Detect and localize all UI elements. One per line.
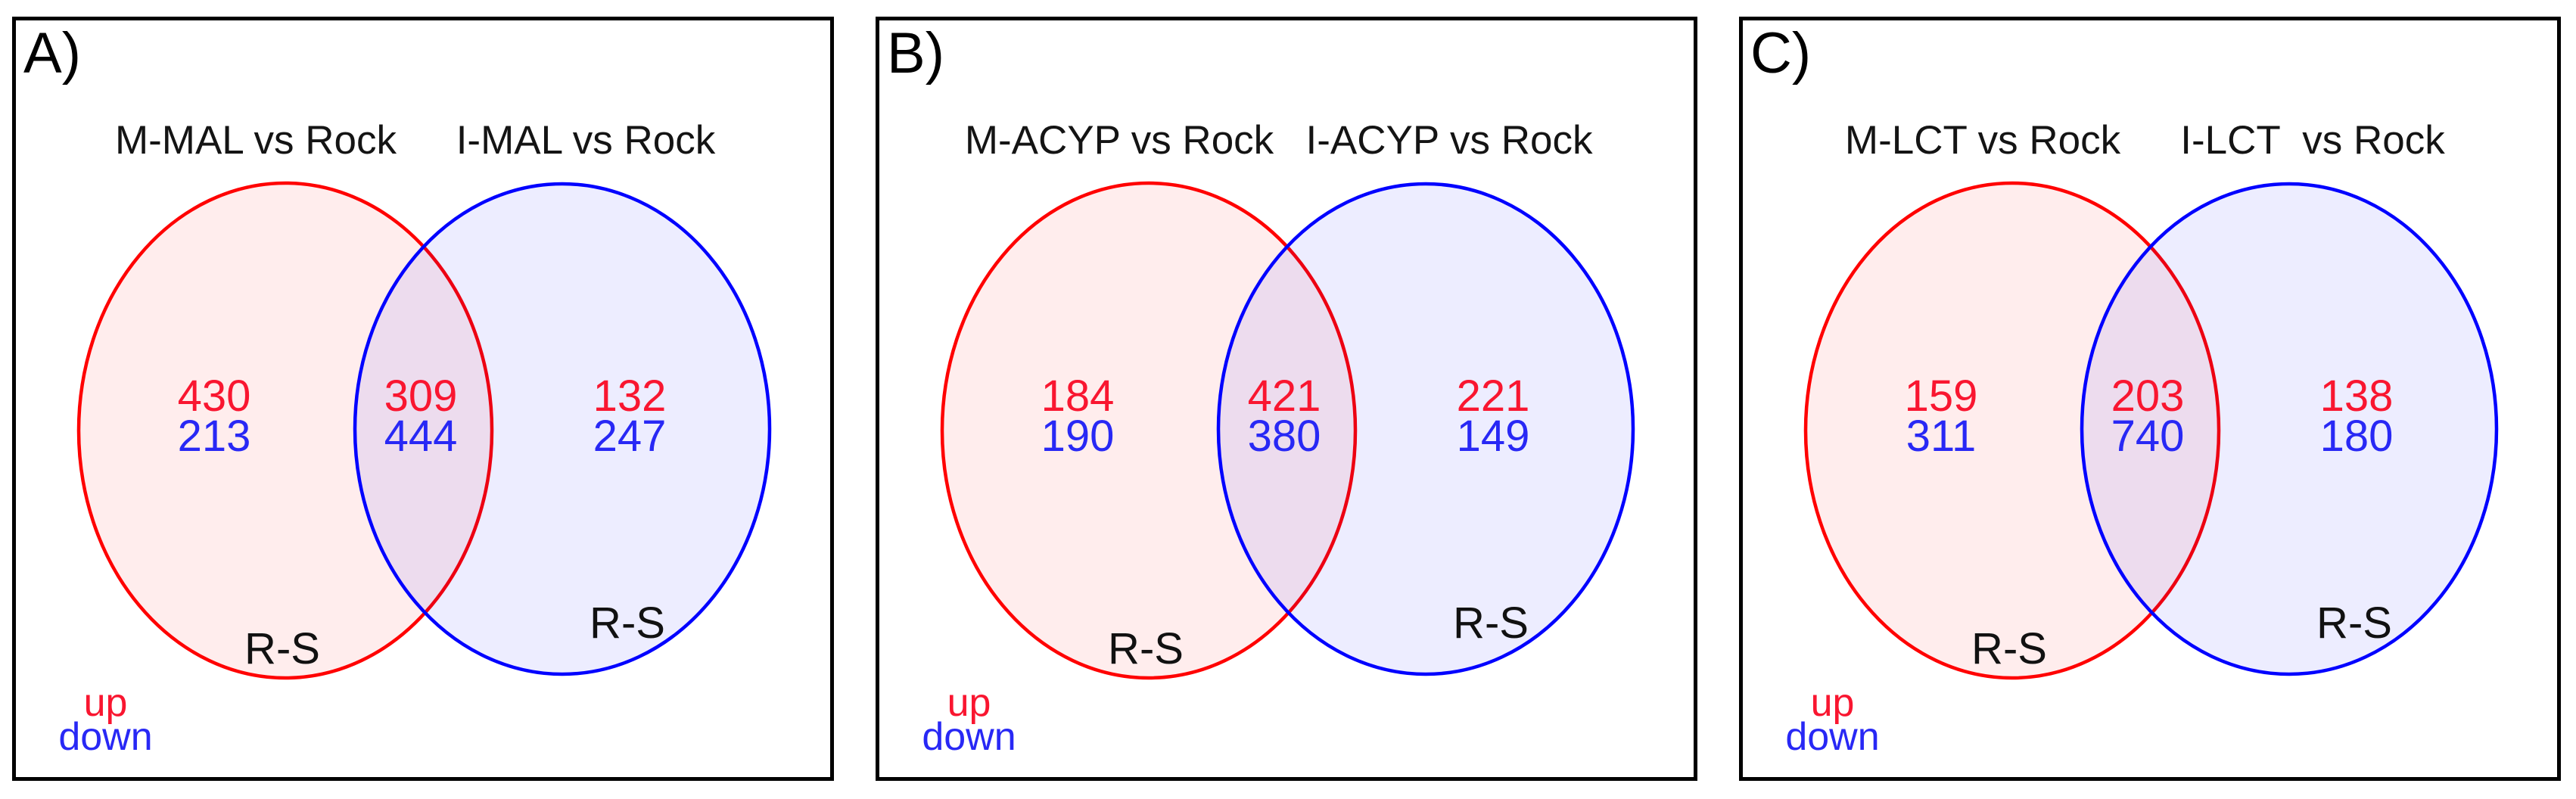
right-circle-annotation: R-S (2316, 598, 2392, 648)
left-set-title: M-ACYP vs Rock (964, 118, 1274, 163)
down-count: 740 (2111, 412, 2185, 461)
up-count: 221 (1456, 372, 1530, 421)
down-count: 180 (2319, 412, 2394, 461)
left-circle-annotation: R-S (1108, 624, 1184, 673)
up-count: 421 (1247, 372, 1321, 421)
left-circle (940, 181, 1358, 680)
legend-down-label: down (1785, 715, 1880, 759)
venn-diagram (1803, 181, 2499, 680)
up-count: 159 (1904, 372, 1978, 421)
right-circle-annotation: R-S (590, 598, 665, 648)
legend: up down (910, 681, 1028, 759)
right-set-title: I-LCT vs Rock (2180, 118, 2445, 163)
right-circle-annotation: R-S (1453, 598, 1529, 648)
panel-b: B) M-ACYP vs Rock I-ACYP vs Rock 184 190… (876, 17, 1697, 781)
legend-up-label: up (83, 681, 128, 725)
left-only-counts: 159 311 (1904, 372, 1978, 461)
down-count: 444 (384, 412, 458, 461)
right-circle (2080, 182, 2499, 676)
overlap-counts: 309 444 (384, 372, 458, 461)
up-count: 430 (177, 372, 251, 421)
left-circle-annotation: R-S (1971, 624, 2047, 673)
up-count: 184 (1041, 372, 1115, 421)
legend-down-label: down (922, 715, 1016, 759)
right-circle (1216, 182, 1635, 676)
left-circle (76, 181, 494, 680)
left-set-title: M-LCT vs Rock (1844, 118, 2121, 163)
right-set-title: I-ACYP vs Rock (1305, 118, 1593, 163)
legend-down-label: down (58, 715, 153, 759)
up-count: 132 (593, 372, 667, 421)
left-circle-annotation: R-S (244, 624, 320, 673)
panel-letter: C) (1750, 21, 1812, 85)
up-count: 203 (2111, 372, 2185, 421)
legend: up down (47, 681, 164, 759)
left-circle (1803, 181, 2221, 680)
left-only-counts: 430 213 (177, 372, 251, 461)
panel-letter: A) (23, 21, 81, 85)
down-count: 190 (1041, 412, 1115, 461)
right-set-title: I-MAL vs Rock (456, 118, 716, 163)
panel-c: C) M-LCT vs Rock I-LCT vs Rock 159 311 2… (1739, 17, 2561, 781)
panel-letter: B) (887, 21, 944, 85)
right-only-counts: 138 180 (2319, 372, 2394, 461)
overlap-counts: 421 380 (1247, 372, 1321, 461)
up-count: 309 (384, 372, 458, 421)
venn-diagram (76, 181, 772, 680)
right-circle (353, 182, 772, 676)
down-count: 247 (593, 412, 667, 461)
panel-a: A) M-MAL vs Rock I-MAL vs Rock 430 213 3… (12, 17, 834, 781)
venn-diagram (940, 181, 1635, 680)
legend: up down (1774, 681, 1891, 759)
down-count: 213 (177, 412, 251, 461)
down-count: 380 (1247, 412, 1321, 461)
down-count: 311 (1906, 412, 1977, 461)
legend-up-label: up (947, 681, 991, 725)
left-set-title: M-MAL vs Rock (114, 118, 397, 163)
left-only-counts: 184 190 (1041, 372, 1115, 461)
legend-up-label: up (1810, 681, 1855, 725)
overlap-counts: 203 740 (2111, 372, 2185, 461)
down-count: 149 (1456, 412, 1530, 461)
up-count: 138 (2319, 372, 2394, 421)
right-only-counts: 132 247 (593, 372, 667, 461)
right-only-counts: 221 149 (1456, 372, 1530, 461)
